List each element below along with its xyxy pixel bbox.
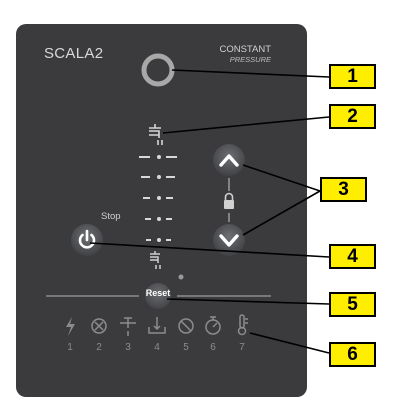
status-dot bbox=[178, 274, 184, 280]
thermometer-icon bbox=[237, 314, 248, 336]
level-indicator-3 bbox=[143, 196, 173, 200]
chevron-up-icon bbox=[219, 154, 239, 167]
stop-label: Stop bbox=[101, 211, 121, 222]
leader-line-6 bbox=[249, 332, 330, 354]
brand-label: SCALA2 bbox=[44, 45, 104, 62]
level-indicator-5 bbox=[146, 238, 171, 242]
callout-2: 2 bbox=[329, 104, 376, 129]
leader-lines bbox=[89, 69, 330, 354]
fault-number-7: 7 bbox=[239, 342, 245, 353]
callout-4: 4 bbox=[329, 244, 376, 269]
stop-button[interactable] bbox=[71, 224, 103, 256]
fault-number-5: 5 bbox=[183, 342, 189, 353]
pipe-leak-icon bbox=[120, 317, 136, 336]
fault-number-3: 3 bbox=[125, 342, 131, 353]
leader-line-4 bbox=[89, 242, 330, 258]
fault-number-6: 6 bbox=[210, 342, 216, 353]
fault-indicator-icons bbox=[66, 314, 248, 336]
leader-line-3b bbox=[242, 190, 321, 236]
down-button[interactable] bbox=[213, 224, 245, 256]
leader-line-5 bbox=[166, 298, 330, 305]
leader-line-2 bbox=[162, 116, 330, 134]
callout-5: 5 bbox=[329, 292, 376, 317]
chevron-down-icon bbox=[219, 234, 239, 247]
up-button[interactable] bbox=[213, 144, 245, 176]
lock-icon bbox=[223, 191, 235, 213]
blocked-icon bbox=[178, 318, 194, 334]
fault-number-1: 1 bbox=[67, 342, 73, 353]
level-indicator-2 bbox=[141, 175, 175, 179]
control-panel bbox=[16, 24, 307, 397]
level-indicator-1 bbox=[139, 155, 177, 159]
mode-sublabel: PRESSURE bbox=[229, 55, 271, 64]
tap-icon-top bbox=[149, 124, 163, 145]
reset-label: Reset bbox=[145, 288, 171, 298]
tap-icon-bottom bbox=[150, 251, 161, 269]
pressure-level-indicators bbox=[139, 155, 177, 242]
mode-label: CONSTANT bbox=[219, 44, 271, 55]
power-icon bbox=[78, 229, 96, 249]
fault-x-icon bbox=[91, 318, 107, 334]
leader-line-3a bbox=[242, 164, 321, 192]
level-indicator-4 bbox=[145, 217, 172, 221]
fault-number-2: 2 bbox=[96, 342, 102, 353]
callout-1: 1 bbox=[329, 64, 376, 89]
timer-icon bbox=[205, 316, 221, 335]
leader-line-1 bbox=[171, 69, 330, 78]
fault-number-4: 4 bbox=[154, 342, 160, 353]
air-in-pump-icon bbox=[148, 317, 166, 334]
callout-6: 6 bbox=[329, 342, 376, 367]
callout-3: 3 bbox=[320, 177, 367, 202]
power-fault-icon bbox=[66, 317, 75, 336]
reset-button[interactable] bbox=[145, 283, 171, 309]
